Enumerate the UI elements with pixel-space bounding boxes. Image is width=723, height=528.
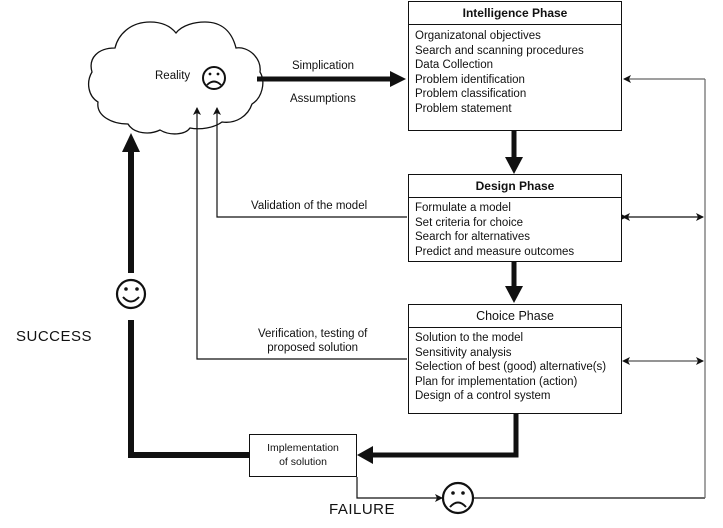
phase-item: Predict and measure outcomes: [415, 245, 575, 258]
phase-item: Plan for implementation (action): [415, 375, 578, 388]
verification-label-line2: proposed solution: [267, 342, 359, 354]
choice-to-implementation-arrow: [357, 412, 519, 464]
reality-sad-face-icon: [202, 66, 226, 90]
right-feedback-line: [356, 75, 706, 502]
choice-phase-title: Choice Phase: [409, 305, 621, 328]
phase-item: Data Collection: [415, 59, 493, 72]
reality-label: Reality: [155, 70, 191, 82]
design-phase-items: Formulate a model Set criteria for choic…: [409, 198, 621, 259]
phase-item: Problem statement: [415, 102, 512, 115]
assumptions-label: Assumptions: [290, 93, 356, 105]
verification-arrow: [193, 107, 407, 360]
phase-item: Design of a control system: [415, 390, 551, 403]
simplification-label: Simplication: [292, 60, 354, 72]
phase-item: Formulate a model: [415, 202, 511, 214]
phase-item: Problem classification: [415, 88, 527, 101]
design-to-choice-arrow: [505, 258, 523, 303]
intelligence-phase-items: Organizatonal objectives Search and scan…: [409, 25, 621, 117]
verification-label: Verification, testing of proposed soluti…: [258, 327, 367, 355]
phase-item: Search for alternatives: [415, 231, 531, 244]
phase-item: Set criteria for choice: [415, 216, 524, 229]
phase-item: Organizatonal objectives: [415, 30, 541, 42]
phase-item: Selection of best (good) alternative(s): [415, 361, 607, 374]
design-feedback-double-arrow: [619, 213, 704, 221]
implementation-line1: Implementation: [267, 442, 339, 454]
choice-phase-box: Choice Phase Solution to the model Sensi…: [408, 304, 622, 414]
success-label: SUCCESS: [16, 328, 93, 345]
phase-item: Problem identification: [415, 73, 525, 86]
phase-item: Sensitivity analysis: [415, 346, 512, 359]
validation-arrow: [213, 107, 407, 218]
intelligence-phase-title: Intelligence Phase: [409, 2, 621, 25]
implementation-box: Implementation of solution: [249, 434, 357, 477]
intelligence-to-design-arrow: [505, 131, 523, 174]
success-happy-face-icon: [115, 278, 147, 310]
design-phase-box: Design Phase Formulate a model Set crite…: [408, 174, 622, 262]
phase-item: Search and scanning procedures: [415, 44, 584, 57]
success-feedback-arrow: [122, 133, 249, 458]
reality-cloud: [87, 21, 264, 135]
intelligence-phase-box: Intelligence Phase Organizatonal objecti…: [408, 1, 622, 131]
implementation-line2: of solution: [279, 456, 327, 468]
verification-label-line1: Verification, testing of: [258, 328, 368, 340]
validation-label: Validation of the model: [251, 200, 368, 212]
design-phase-title: Design Phase: [409, 175, 621, 198]
simplification-arrow: [257, 71, 406, 87]
choice-feedback-double-arrow: [622, 357, 704, 365]
choice-phase-items: Solution to the model Sensitivity analys…: [409, 328, 621, 404]
failure-sad-face-icon: [441, 481, 475, 515]
phase-item: Solution to the model: [415, 332, 524, 344]
failure-label: FAILURE: [329, 501, 396, 518]
